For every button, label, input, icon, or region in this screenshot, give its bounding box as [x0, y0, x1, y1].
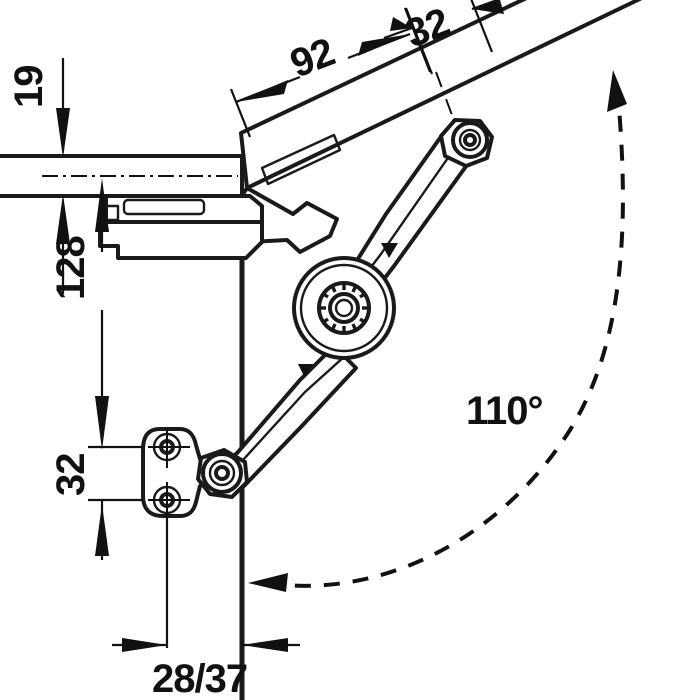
dim-128-arrow-down-icon — [95, 396, 109, 450]
dim-32v-arrow-up-icon — [95, 504, 109, 556]
hinge-housing-slot — [122, 198, 206, 216]
lower-pivot-pin — [214, 465, 230, 481]
flap-door-panel — [239, 0, 643, 190]
dim-32t-ext-left — [404, 7, 434, 75]
lower-arm-inner-line — [230, 354, 347, 474]
dim-19-label: 19 — [7, 66, 51, 109]
opening-angle-arc: 110° — [248, 70, 627, 592]
flap-panel-groove — [260, 133, 342, 186]
dim-32t-ext-right — [470, 0, 494, 53]
top-panel-hinge-assembly — [98, 194, 264, 260]
dim-2837-label: 28/37 — [152, 657, 247, 700]
hub-adjuster-teeth-icon — [319, 283, 369, 333]
upper-pivot-pin — [463, 133, 477, 147]
dim-92-label: 92 — [284, 30, 339, 86]
side-mounting-plate — [141, 427, 220, 520]
pivot-axis-centerline — [435, 71, 457, 127]
dim-32t-leader-left — [383, 26, 413, 40]
dim-2837-arrow-right-icon — [122, 638, 167, 652]
lower-pivot-ring — [208, 459, 236, 487]
dimension-hole-spacing: 32 — [49, 454, 143, 560]
dim-32v-label: 32 — [49, 454, 93, 497]
dim-92-ext-start — [229, 88, 252, 138]
lower-pivot-joint — [196, 448, 249, 499]
dim-32t-arrow-left-icon — [390, 17, 412, 31]
lower-arm-mark-icon — [298, 364, 313, 378]
dimension-panel-thickness: 19 — [7, 58, 70, 294]
dimension-side-offset: 28/37 — [112, 516, 300, 700]
hinge-shoe — [98, 220, 264, 260]
upper-arm-mark-icon — [381, 243, 398, 258]
dim-128-label: 128 — [49, 236, 93, 300]
hub-screw-head[interactable] — [328, 292, 360, 324]
upper-pivot-joint — [439, 118, 494, 168]
dim-2837-arrow-left-icon — [242, 638, 288, 652]
central-spring-hub — [292, 256, 396, 360]
dim-32t-arrow-right-icon — [472, 0, 504, 14]
dim-32t-leader-right — [471, 0, 501, 11]
dim-19-arrow-down-icon — [56, 108, 70, 158]
opening-angle-label: 110° — [466, 389, 543, 433]
angle-arc-arrow-upper-icon — [607, 70, 627, 112]
hub-inner-housing — [299, 263, 389, 353]
dimension-mounting-height: 128 — [49, 178, 143, 450]
hub-screw-socket — [334, 298, 354, 318]
flap-panel-body — [239, 0, 643, 190]
dim-92-arrow-left-icon — [236, 80, 288, 102]
angle-arc-arrow-lower-icon — [248, 573, 288, 592]
angle-arc-path — [265, 95, 625, 588]
dim-128-arrow-up-icon — [95, 178, 109, 232]
dim-92-arrow-right-icon — [358, 34, 410, 56]
mounting-hole-top-crosshair-icon — [148, 428, 190, 468]
dim-19-arrow-up-icon — [56, 194, 70, 244]
upper-pivot-ring — [458, 128, 482, 152]
mounting-hole-bottom-crosshair-icon — [148, 482, 190, 520]
